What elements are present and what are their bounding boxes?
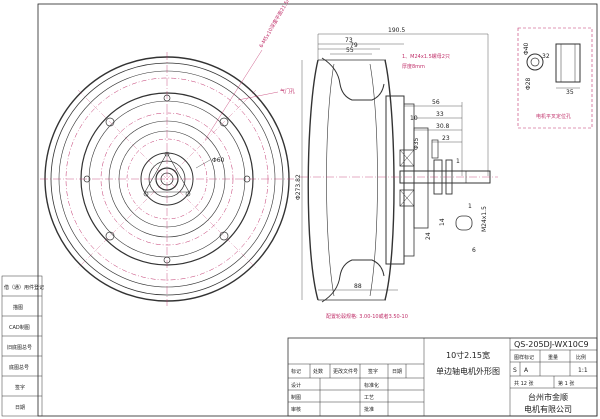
row-review: 审核 (291, 406, 301, 413)
phi35-dim: Φ35 (413, 137, 420, 150)
side-row-2: CAD制图 (9, 324, 30, 331)
rim-spec-note: 配置轮毂规格: 3.00-10或者3.50-10 (326, 313, 408, 320)
sheet-number: 第 1 张 (558, 380, 574, 387)
spacer-d30: 32 (542, 53, 550, 60)
nut-thickness-note: 厚度8mm (402, 63, 425, 70)
section-dimension-lines (317, 33, 489, 291)
spacer-d28: Φ28 (525, 77, 532, 90)
side-row-3: 旧底图总号 (7, 344, 32, 351)
overall-length-dim: 190.5 (388, 27, 405, 34)
dim-33: 33 (436, 111, 444, 118)
row-approve: 批准 (364, 406, 374, 413)
scale-label: 比例 (576, 354, 586, 361)
row-standard: 标准化 (364, 382, 379, 389)
dim-10: 10 (410, 115, 418, 122)
side-row-5: 签字 (15, 384, 25, 391)
front-view (40, 49, 294, 306)
spacer-detail (517, 27, 593, 129)
dim-23: 23 (442, 135, 450, 142)
phi273-dim: Φ273.82 (295, 174, 302, 200)
title-block (287, 337, 598, 417)
dim-56: 56 (432, 99, 440, 106)
side-row-4: 底图总号 (9, 364, 29, 371)
company-line-2: 电机有限公司 (524, 404, 572, 414)
row-draw: 制图 (291, 394, 301, 401)
mark-s: S (513, 367, 517, 374)
dim-30-8: 30.8 (436, 123, 450, 130)
scale-value: 1:1 (578, 367, 588, 374)
title-line-1: 10寸2.15宽 (446, 350, 490, 360)
title-line-2: 单边轴电机外形图 (436, 366, 500, 376)
dim-6: 6 (472, 247, 476, 254)
header-date: 日期 (392, 369, 402, 375)
dim-24: 24 (425, 232, 432, 240)
valve-hole-label: 气门孔 (280, 88, 295, 95)
drawing-number: QS-205DJ-WX10C9 (514, 340, 589, 349)
side-row-1: 描图 (13, 304, 23, 311)
dim-73: 73 (345, 37, 353, 44)
dim-1-top: 1 (456, 158, 460, 165)
spacer-d40: Φ40 (523, 42, 530, 55)
spacer-d35: 35 (566, 89, 574, 96)
side-row-6: 日期 (15, 405, 25, 411)
dim-88: 88 (354, 283, 362, 290)
stage-label: 图样标记 (514, 354, 534, 361)
header-file: 更改文件号 (333, 368, 358, 375)
weight-label: 重量 (548, 354, 558, 361)
header-mark: 标记 (291, 368, 301, 375)
dim-1-bottom: 1 (468, 203, 472, 210)
row-craft: 工艺 (364, 395, 374, 401)
m24-dim: M24x1.5 (481, 206, 488, 232)
bolt-note-label: 6-M5x10深度平面21.5n (258, 0, 292, 49)
side-row-0: 借（通）用件登记 (4, 284, 44, 291)
dim-14: 14 (439, 218, 446, 226)
mark-a: A (524, 367, 529, 374)
spacer-label: 电机平叉定位孔 (536, 113, 571, 120)
company-line-1: 台州市金顺 (528, 392, 568, 402)
sheet-count: 共 12 张 (514, 380, 534, 387)
row-design: 设计 (291, 382, 301, 389)
dim-79: 79 (350, 42, 358, 49)
dim-55: 55 (346, 47, 354, 54)
header-sign: 签字 (368, 368, 378, 375)
phi60-dim: Φ60 (212, 157, 225, 164)
nut-note: 1、M24x1.5螺母2只 (402, 53, 450, 60)
side-block (1, 275, 43, 417)
section-view (300, 57, 498, 303)
header-count: 处数 (313, 368, 323, 375)
